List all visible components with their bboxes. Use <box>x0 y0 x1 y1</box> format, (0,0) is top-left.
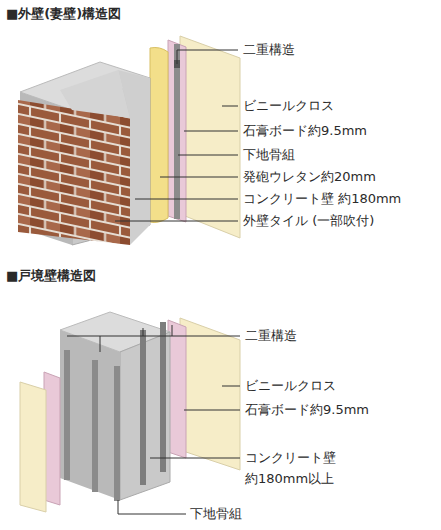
part-label: ビニールクロス <box>243 98 334 114</box>
part-label: 発砲ウレタン約20mm <box>243 169 376 185</box>
part-label: 石膏ボード約9.5mm <box>243 123 367 139</box>
part-label: コンクリート壁 約180mm <box>243 191 401 207</box>
part-label: 石膏ボード約9.5mm <box>245 402 369 418</box>
section-title: ■戸境壁構造図 <box>6 268 96 284</box>
section-title: ■外壁(妻壁)構造図 <box>6 6 121 22</box>
outer-wall-drawing <box>18 36 240 245</box>
part-label: 二重構造 <box>245 328 297 344</box>
part-label: 下地骨組 <box>190 506 242 522</box>
part-label: コンクリート壁 約180mm以上 <box>245 447 345 489</box>
part-label: 二重構造 <box>243 42 295 58</box>
part-label: 外壁タイル (一部吹付) <box>243 213 374 229</box>
party-wall-drawing <box>20 312 240 514</box>
part-label: ビニールクロス <box>245 378 336 394</box>
part-label: 下地骨組 <box>243 147 295 163</box>
